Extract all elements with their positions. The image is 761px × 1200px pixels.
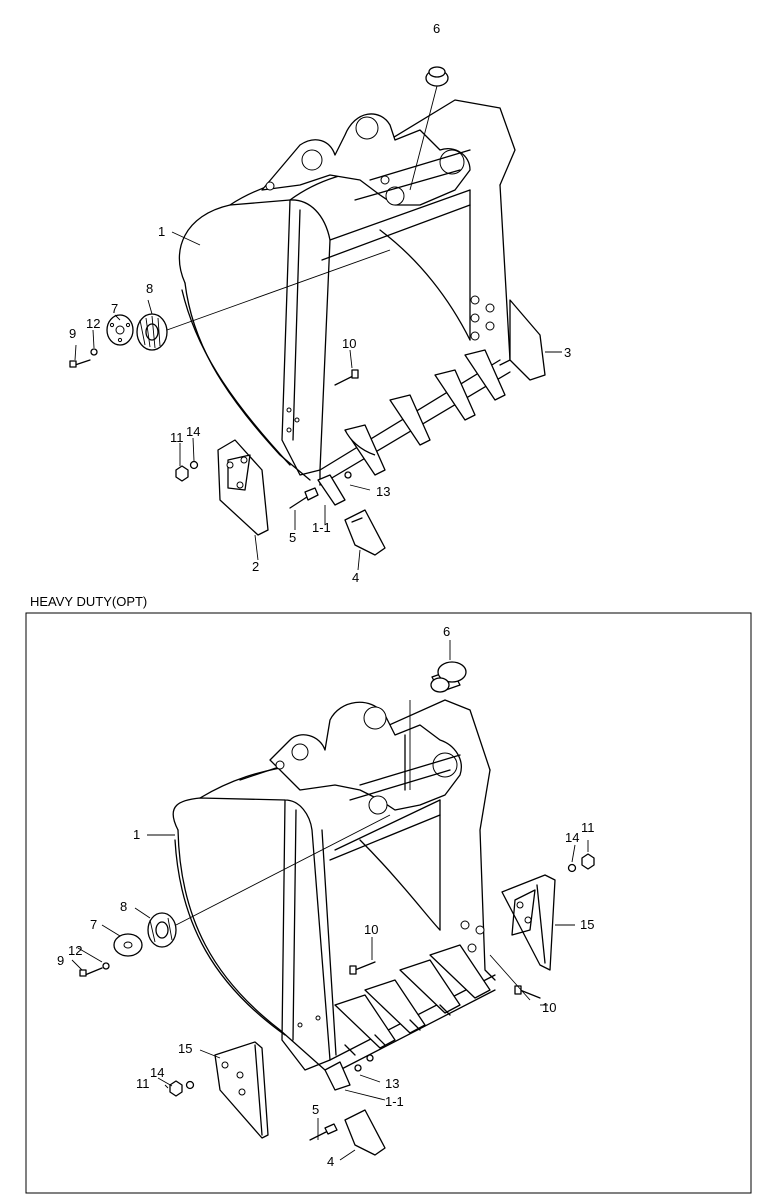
hd-callout-6: 6 bbox=[443, 624, 450, 639]
tooth-parts-drawing bbox=[289, 471, 386, 556]
callout-12: 12 bbox=[86, 316, 100, 331]
hd-callout-15-right: 15 bbox=[580, 917, 594, 932]
hd-callout-10-right: 10 bbox=[542, 1000, 556, 1015]
callout-2: 2 bbox=[252, 559, 259, 574]
bucket-body-drawing bbox=[178, 99, 546, 486]
hd-tooth-parts-drawing bbox=[309, 1054, 386, 1156]
hd-callout-1-1: 1-1 bbox=[385, 1094, 404, 1109]
callout-10: 10 bbox=[342, 336, 356, 351]
linkage-brackets bbox=[261, 113, 471, 206]
bushing-6-drawing bbox=[409, 66, 449, 191]
standard-bucket-assembly: 1 6 8 7 12 9 10 3 11 14 13 5 1-1 2 4 bbox=[69, 21, 571, 585]
hub-and-plate-drawing bbox=[69, 249, 391, 368]
callout-7: 7 bbox=[111, 301, 118, 316]
hd-bushing-6-drawing bbox=[409, 661, 467, 790]
hd-callout-1: 1 bbox=[133, 827, 140, 842]
hd-callout-9: 9 bbox=[57, 953, 64, 968]
hd-bucket-teeth bbox=[334, 944, 491, 1056]
hd-callout-14-left: 14 bbox=[150, 1065, 164, 1080]
callout-11: 11 bbox=[170, 430, 184, 445]
hd-callout-10-left: 10 bbox=[364, 922, 378, 937]
callout-9: 9 bbox=[69, 326, 76, 341]
section-label-heavy-duty: HEAVY DUTY(OPT) bbox=[30, 594, 147, 609]
hd-callout-5: 5 bbox=[312, 1102, 319, 1117]
hd-bolt-10-left-drawing bbox=[349, 961, 376, 975]
heavy-duty-frame bbox=[25, 612, 752, 1194]
callout-8: 8 bbox=[146, 281, 153, 296]
hd-callout-8: 8 bbox=[120, 899, 127, 914]
hd-callout-11-right: 11 bbox=[581, 820, 595, 835]
hd-wear-plate-15-left-drawing bbox=[169, 1041, 269, 1139]
bolt-10-drawing bbox=[334, 369, 359, 386]
wear-plate-2-drawing bbox=[175, 439, 269, 536]
hd-callout-13: 13 bbox=[385, 1076, 399, 1091]
callout-13: 13 bbox=[376, 484, 390, 499]
callout-6: 6 bbox=[433, 21, 440, 36]
heavy-duty-bucket-assembly: 6 1 8 7 12 9 10 10 15 14 11 15 14 11 13 … bbox=[57, 624, 595, 1169]
hd-hub-and-plate-drawing bbox=[79, 814, 391, 977]
callout-1-1: 1-1 bbox=[312, 520, 331, 535]
callout-3: 3 bbox=[564, 345, 571, 360]
hd-callout-15-left: 15 bbox=[178, 1041, 192, 1056]
hd-wear-plate-15-right-drawing bbox=[501, 853, 595, 971]
callout-14: 14 bbox=[186, 424, 200, 439]
hd-callout-4: 4 bbox=[327, 1154, 334, 1169]
callout-4: 4 bbox=[352, 570, 359, 585]
hd-callout-7: 7 bbox=[90, 917, 97, 932]
bucket-teeth bbox=[344, 349, 506, 476]
hd-callout-14-right: 14 bbox=[565, 830, 579, 845]
hd-bolt-10-right-drawing bbox=[489, 954, 541, 1001]
hd-callout-12: 12 bbox=[68, 943, 82, 958]
hd-linkage-brackets bbox=[269, 701, 462, 815]
callout-1: 1 bbox=[158, 224, 165, 239]
hd-callout-11-left: 11 bbox=[136, 1076, 150, 1091]
callout-5: 5 bbox=[289, 530, 296, 545]
